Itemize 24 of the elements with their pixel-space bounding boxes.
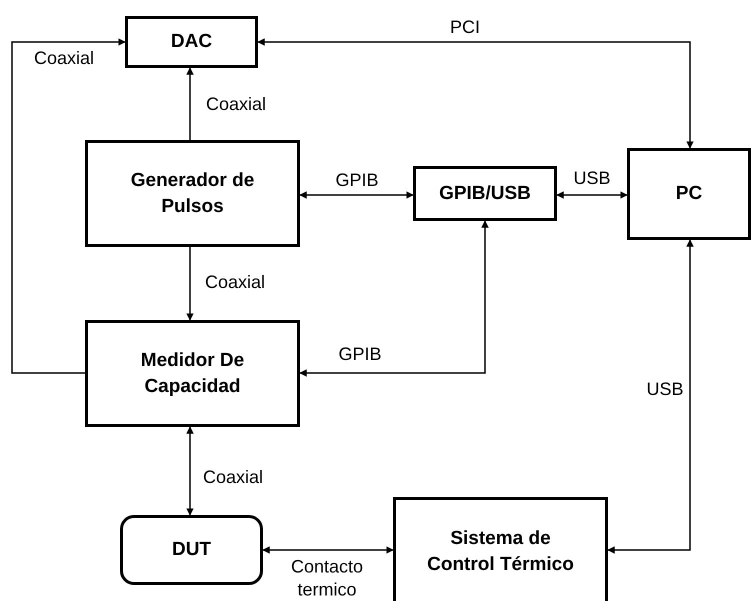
arrow [607,239,694,554]
rounded-box [120,515,263,585]
arrow [299,191,414,199]
arrow [257,38,694,149]
arrow [186,247,194,321]
node-label: Medidor De Capacidad [140,348,246,398]
process-box [85,320,300,427]
process-box [627,148,751,240]
arrow [556,191,628,199]
arrow [186,426,194,516]
arrow [186,67,194,140]
process-box [125,16,258,68]
arrow [262,546,394,554]
arrow [11,38,126,374]
node-label: Generador de Pulsos [130,168,256,218]
node-label: DUT [172,538,212,562]
node-label: Sistema de Control Térmico [426,527,575,577]
node-label: DAC [170,30,212,54]
node-label: PC [676,182,702,206]
process-box [85,140,300,247]
process-box [413,166,557,221]
arrow [299,220,489,377]
process-box [393,497,608,601]
node-label: GPIB/USB [439,182,531,206]
